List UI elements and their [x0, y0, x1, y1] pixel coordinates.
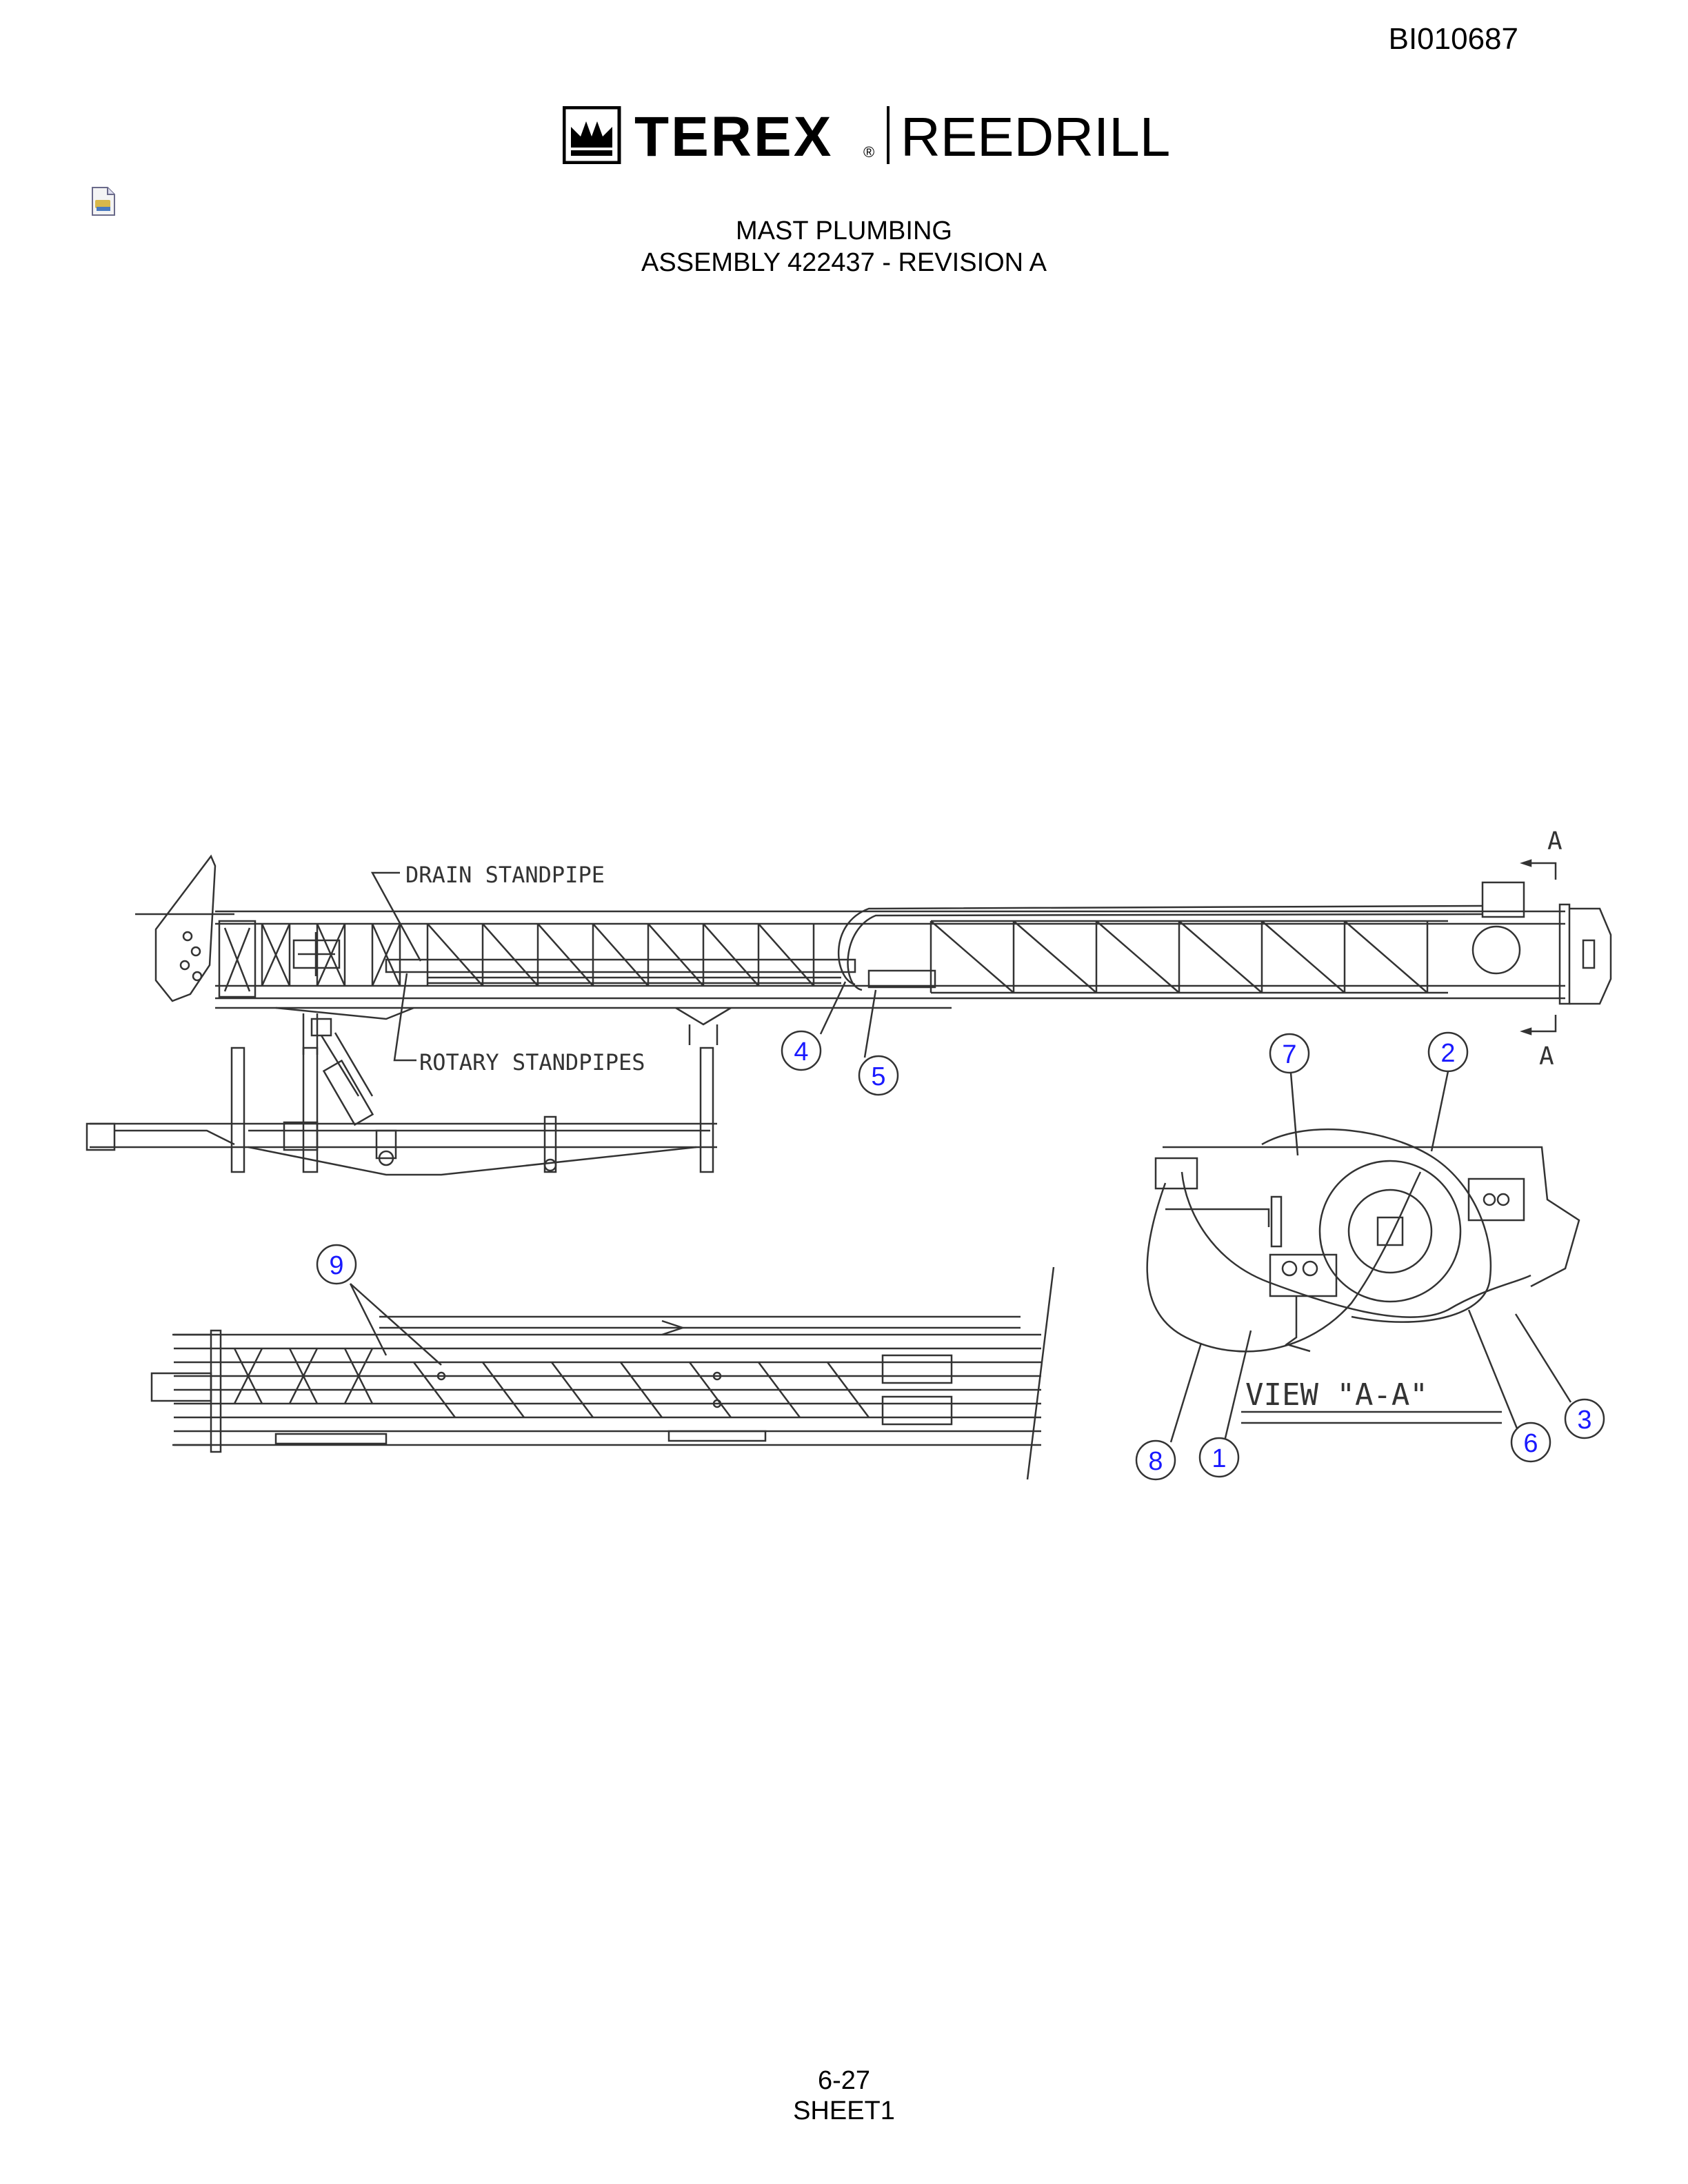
callout-7: 7 — [1269, 1033, 1310, 1074]
view-a-a — [1146, 1129, 1580, 1424]
brand-secondary: REEDRILL — [901, 106, 1170, 164]
mast-plan-view — [150, 1266, 1055, 1480]
callout-leaders — [1169, 1071, 1572, 1443]
section-marker-bottom: A — [1539, 1042, 1554, 1071]
page-number: 6-27 — [817, 2066, 871, 2095]
drain-standpipe-label: DRAIN STANDPIPE — [405, 862, 605, 888]
brand-primary: TEREX — [634, 106, 833, 164]
svg-text:9: 9 — [329, 1251, 343, 1280]
svg-text:8: 8 — [1148, 1447, 1163, 1476]
label-leaders — [370, 871, 877, 1062]
svg-text:5: 5 — [871, 1062, 885, 1091]
svg-text:7: 7 — [1282, 1040, 1296, 1069]
sheet-label: SHEET1 — [793, 2096, 895, 2125]
svg-text:4: 4 — [794, 1038, 808, 1066]
callout-8: 8 — [1135, 1439, 1176, 1481]
callout-markers: 1 2 3 4 5 6 7 8 9 — [316, 1030, 1605, 1481]
callout-1: 1 — [1198, 1437, 1240, 1478]
callout-2: 2 — [1427, 1031, 1469, 1073]
document-id: BI010687 — [1388, 22, 1518, 56]
callout-5: 5 — [858, 1055, 899, 1096]
callout-4: 4 — [781, 1030, 822, 1071]
title-line-1: MAST PLUMBING — [736, 216, 952, 245]
callout-6: 6 — [1510, 1422, 1551, 1463]
callout-3: 3 — [1564, 1398, 1605, 1439]
title-line-2: ASSEMBLY 422437 - REVISION A — [641, 248, 1047, 277]
rotary-standpipes-label: ROTARY STANDPIPES — [419, 1049, 645, 1075]
callout-9-leader — [349, 1283, 442, 1366]
svg-text:3: 3 — [1577, 1406, 1591, 1435]
terex-reedrill-logo: TEREX ® REEDRILL — [563, 106, 1170, 164]
svg-text:2: 2 — [1440, 1039, 1455, 1068]
svg-text:6: 6 — [1523, 1429, 1538, 1458]
view-a-a-label: VIEW "A-A" — [1245, 1377, 1428, 1413]
svg-text:1: 1 — [1212, 1444, 1226, 1473]
mast-side-view: A A — [86, 827, 1612, 1176]
brand-registered: ® — [863, 143, 874, 161]
page-footer: 6-27 SHEET1 — [0, 2065, 1688, 2126]
attachment-icon[interactable] — [90, 186, 117, 216]
callout-9: 9 — [316, 1244, 357, 1285]
document-title: MAST PLUMBING ASSEMBLY 422437 - REVISION… — [0, 215, 1688, 279]
section-marker-top: A — [1547, 827, 1563, 856]
